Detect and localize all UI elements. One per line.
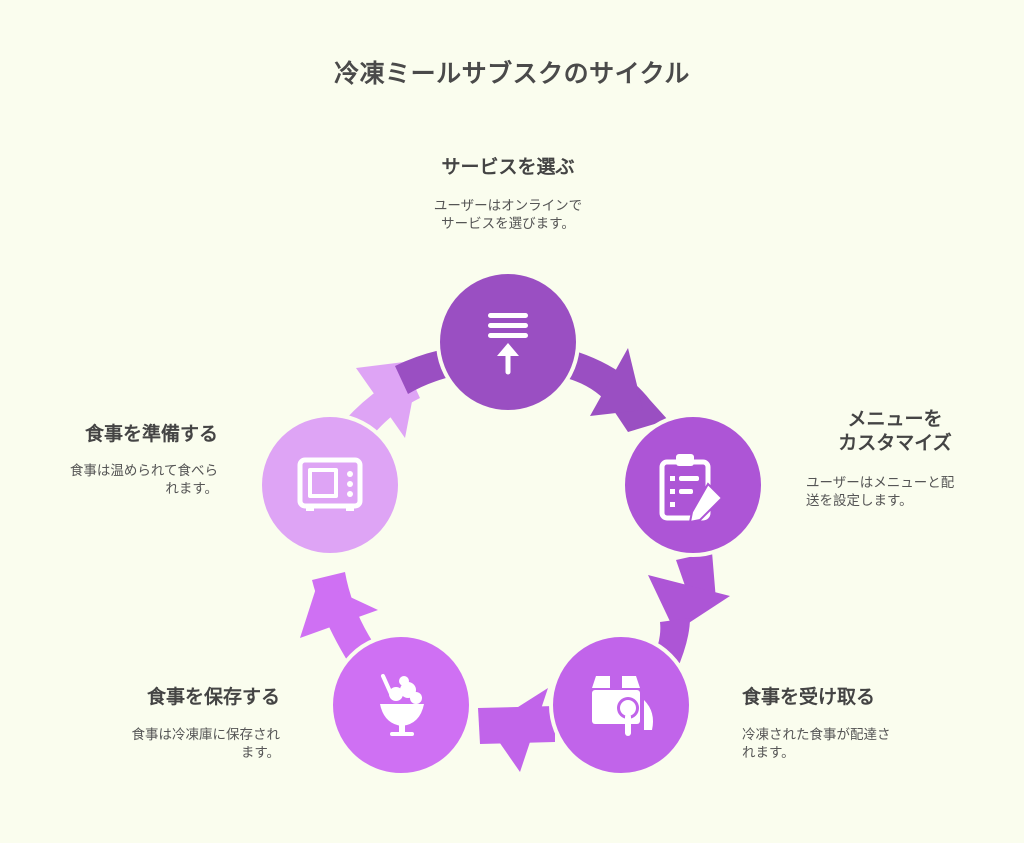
step1-description-line1: ユーザーはオンラインで	[433, 198, 583, 214]
step1-description: ユーザーはオンラインで サービスを選びます。	[380, 197, 636, 233]
step2-circle	[621, 413, 765, 557]
ice-cream-sundae-icon	[380, 674, 424, 736]
arrow-head-step4-to-step5	[300, 582, 378, 638]
step1-circle	[436, 270, 580, 414]
clipboard-edit-icon	[659, 454, 724, 524]
food-delivery-box-icon	[592, 676, 653, 736]
step2-label-line1: メニューを	[847, 408, 943, 430]
step2-description-line2: 送を設定します。	[806, 493, 913, 510]
step4-description: 食事は冷凍庫に保存され ます。	[40, 726, 281, 762]
step2-label: メニューを カスタマイズ	[790, 408, 1000, 456]
step3-description: 冷凍された食事が配達さ れます。	[742, 726, 982, 762]
step3-label: 食事を受け取る	[742, 686, 876, 708]
step3-description-line2: れます。	[742, 745, 795, 762]
arrow-head-step3-to-step4	[488, 688, 548, 772]
step1-label: サービスを選ぶ	[441, 156, 575, 178]
step2-description-line1: ユーザーはメニューと配	[806, 475, 955, 491]
step4-description-line1: 食事は冷凍庫に保存され	[131, 727, 281, 743]
step4-label: 食事を保存する	[146, 686, 280, 708]
menu-upload-icon	[488, 313, 528, 375]
step5-description: 食事は温められて食べら れます。	[0, 462, 218, 498]
arrow-step5-to-step1-tip	[395, 350, 446, 394]
step5-description-line1: 食事は温められて食べら	[69, 463, 218, 479]
step3-description-line1: 冷凍された食事が配達さ	[742, 727, 891, 743]
arrow-head-step1-to-step2	[590, 348, 643, 416]
step5-label: 食事を準備する	[84, 423, 218, 445]
step1-description-line2: サービスを選びます。	[441, 216, 575, 233]
step2-description: ユーザーはメニューと配 送を設定します。	[806, 474, 1006, 510]
arrow-head-step2-to-step3	[648, 575, 730, 632]
step2-label-line2: カスタマイズ	[838, 431, 952, 454]
step5-description-line2: れます。	[165, 481, 218, 498]
step4-description-line2: ます。	[240, 745, 280, 762]
diagram-title: 冷凍ミールサブスクのサイクル	[334, 59, 690, 88]
microwave-icon	[297, 457, 363, 511]
